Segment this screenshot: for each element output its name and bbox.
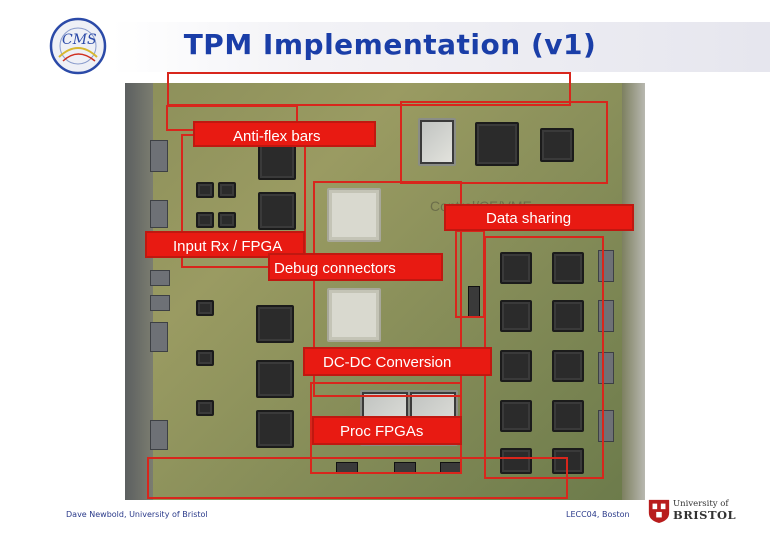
input-fpga-chip [256,410,294,448]
input-fpga-chip [256,360,294,398]
proc-fpgas-label: Proc FPGAs [312,416,462,445]
front-connector [150,270,170,286]
compactflash-socket [418,118,456,166]
proc-fpga-chip [500,300,532,332]
central-fpga-chip [327,188,381,242]
input-fpga-chip [258,192,296,230]
control-chip [540,128,574,162]
bristol-logo-line2: BRISTOL [673,507,737,522]
anti-flex-top-box [167,72,571,106]
control-region-box [400,101,608,184]
small-chip [196,212,214,228]
small-chip [196,182,214,198]
proc-fpga-chip [552,400,584,432]
debug-connectors-label: Debug connectors [268,253,443,281]
front-panel-left [125,83,153,500]
cms-logo-text: CMS [62,32,97,48]
front-connector [150,322,168,352]
small-chip [196,400,214,416]
proc-fpga-region-box [484,236,604,479]
central-fpga-chip [327,288,381,342]
front-connector [150,200,168,228]
proc-fpga-chip [500,350,532,382]
input-fpga-chip [258,142,296,180]
slide-title: TPM Implementation (v1) [183,28,597,61]
backplane-edge [622,83,645,500]
title-band [112,22,770,72]
front-connector [150,140,168,172]
proc-fpga-chip [500,400,532,432]
debug-region-box [313,181,462,397]
small-chip [218,212,236,228]
small-chip [196,300,214,316]
proc-fpga-chip [500,448,532,474]
control-chip [475,122,519,166]
input-fpga-chip [256,305,294,343]
anti-flex-label: Anti-flex bars [193,121,376,147]
data-sharing-label: Data sharing [444,204,634,231]
proc-fpga-chip [552,252,584,284]
proc-fpga-chip [552,448,584,474]
bristol-crest-icon [648,499,670,523]
dcdc-conversion-label: DC-DC Conversion [303,347,492,376]
small-chip [218,182,236,198]
footer-author: Dave Newbold, University of Bristol [66,510,208,519]
anti-flex-bottom-box [147,457,568,499]
bristol-logo-text: University of BRISTOL [673,500,736,521]
proc-fpga-chip [500,252,532,284]
small-chip [196,350,214,366]
front-connector [150,420,168,450]
proc-fpga-chip [552,300,584,332]
front-connector [150,295,170,311]
cms-logo-icon: CMS [49,17,107,75]
footer-event: LECC04, Boston [566,510,630,519]
bristol-logo-line1: University of [673,499,729,509]
proc-fpga-chip [552,350,584,382]
data-sharing-box [455,230,485,318]
